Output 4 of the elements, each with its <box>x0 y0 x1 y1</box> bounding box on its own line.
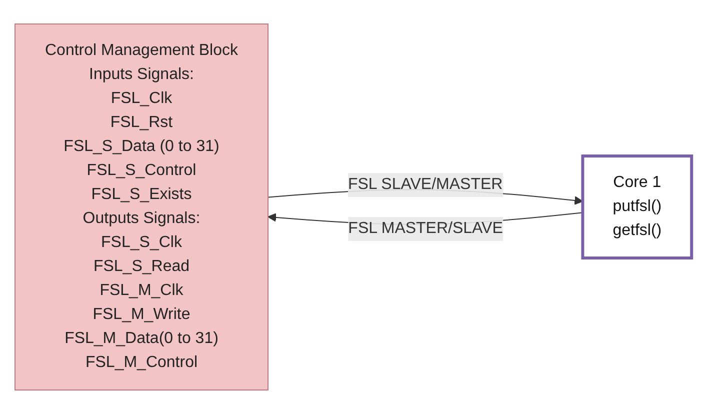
edge-label: FSL SLAVE/MASTER <box>348 176 503 193</box>
edge-label: FSL MASTER/SLAVE <box>348 220 504 237</box>
node-box: Control Management Block Inputs Signals: FSL_Clk FSL_Rst FSL_S_Data (0 to 31) FSL_S_Control FSL_S_Exists Outputs Signals: FSL_S_Clk FSL_S_Read FSL_M_Clk FSL_M_Write FSL_M_Data(0 to 31) FSL_M_Control <box>14 24 269 390</box>
node-box: Core 1 putfsl() getfsl() <box>581 154 694 260</box>
